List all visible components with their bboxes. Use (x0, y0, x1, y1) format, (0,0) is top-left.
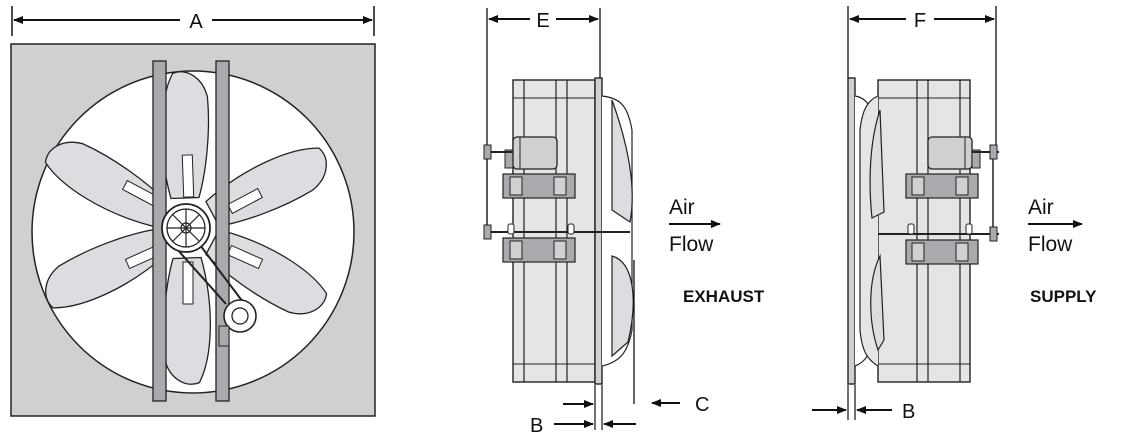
exhaust-bearing-bracket-upper (502, 173, 576, 199)
supply-frame (877, 79, 971, 383)
dimension-b-supply: B (812, 385, 915, 423)
dimension-a-label: A (189, 11, 203, 33)
exhaust-side-view: E (483, 8, 765, 437)
exhaust-bearing-bracket-lower (502, 223, 576, 263)
supply-bearing-bracket-upper (905, 173, 979, 199)
dimension-e: E (486, 8, 601, 150)
exhaust-label: EXHAUST (683, 287, 765, 306)
supply-blade-top (869, 109, 885, 219)
supply-bearing-bracket-lower (905, 223, 979, 265)
motor-pulley (218, 299, 257, 347)
exhaust-blade-top (611, 99, 633, 224)
dimension-c: C (633, 260, 709, 416)
supply-air-label: Air (1028, 196, 1054, 219)
supply-airflow: Air Flow (1028, 196, 1083, 256)
dimension-c-label: C (695, 394, 709, 416)
dimension-b-exhaust-label: B (530, 415, 543, 433)
dimension-b-supply-label: B (902, 401, 915, 423)
supply-flange (847, 77, 856, 385)
dimension-b-exhaust: B (530, 385, 636, 437)
exhaust-blade-bottom (611, 255, 634, 358)
dimension-f: F (847, 6, 997, 148)
fan-pulley (161, 203, 211, 253)
drive-belt (175, 244, 247, 307)
exhaust-airflow: Air Flow (669, 196, 721, 256)
supply-side-view: F (812, 6, 1097, 423)
front-view: A (10, 6, 376, 417)
blade-5 (45, 228, 167, 309)
blade-6 (44, 141, 167, 228)
exhaust-air-label: Air (669, 196, 695, 219)
dimension-e-label: E (536, 10, 549, 32)
blade-bolt-strips (121, 154, 264, 305)
supply-label: SUPPLY (1030, 287, 1097, 306)
dimension-f-label: F (914, 10, 926, 32)
supply-blade-bottom (870, 253, 885, 352)
supply-flow-label: Flow (1028, 233, 1073, 256)
supply-motor (927, 136, 981, 170)
exhaust-flow-label: Flow (669, 233, 714, 256)
dimension-a: A (11, 6, 375, 36)
